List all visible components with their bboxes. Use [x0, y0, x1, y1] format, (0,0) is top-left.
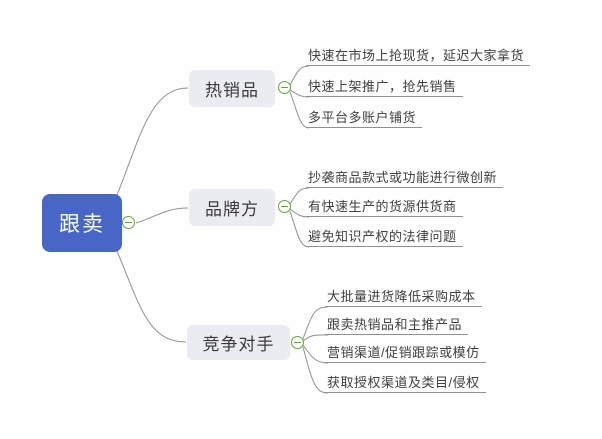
connector-line [289, 65, 310, 86]
leaf-topic[interactable]: 避免知识产权的法律问题 [306, 229, 463, 247]
connector-line [302, 334, 329, 342]
collapse-icon[interactable] [122, 216, 135, 229]
root-node[interactable]: 跟卖 [42, 194, 122, 252]
collapse-icon[interactable] [278, 81, 291, 94]
leaf-topic-label: 避免知识产权的法律问题 [308, 229, 457, 244]
leaf-topic[interactable]: 有快速生产的货源供货商 [306, 199, 463, 217]
branch-node[interactable]: 竞争对手 [187, 325, 290, 360]
leaf-topic-label: 有快速生产的货源供货商 [308, 199, 457, 214]
leaf-topic-label: 大批量进货降低采购成本 [327, 289, 476, 304]
branch-node-label: 品牌方 [205, 200, 259, 219]
connector-line [116, 250, 187, 343]
leaf-topic[interactable]: 获取授权渠道及类目/侵权 [325, 375, 486, 393]
leaf-topic[interactable]: 大批量进货降低采购成本 [325, 289, 482, 307]
root-node-label: 跟卖 [59, 213, 105, 236]
leaf-topic-label: 抄袭商品款式或功能进行微创新 [308, 170, 498, 185]
branch-node[interactable]: 热销品 [189, 70, 275, 107]
connector-line [302, 306, 329, 340]
connector-line [289, 187, 310, 205]
collapse-icon[interactable] [278, 200, 291, 213]
leaf-topic-label: 获取授权渠道及类目/侵权 [327, 375, 480, 390]
connector-line [135, 207, 189, 224]
leaf-topic-label: 营销渠道/促销跟踪或模仿 [327, 345, 480, 360]
leaf-topic[interactable]: 快速在市场上抢现货，延迟大家拿货 [306, 48, 531, 66]
leaf-topic[interactable]: 营销渠道/促销跟踪或模仿 [325, 345, 486, 363]
leaf-topic[interactable]: 多平台多账户铺货 [306, 110, 423, 128]
leaf-topic-label: 跟卖热销品和主推产品 [327, 317, 463, 332]
leaf-topic[interactable]: 跟卖热销品和主推产品 [325, 317, 469, 335]
branch-node-label: 竞争对手 [202, 335, 275, 354]
leaf-topic[interactable]: 快速上架推广，抢先销售 [306, 79, 463, 97]
leaf-topic-label: 快速上架推广，抢先销售 [308, 79, 457, 94]
branch-node[interactable]: 品牌方 [189, 189, 275, 226]
leaf-topic-label: 快速在市场上抢现货，延迟大家拿货 [308, 48, 525, 63]
leaf-topic[interactable]: 抄袭商品款式或功能进行微创新 [306, 170, 504, 188]
leaf-topic-label: 多平台多账户铺货 [308, 110, 417, 125]
collapse-icon[interactable] [291, 336, 304, 349]
branch-node-label: 热销品 [205, 81, 259, 100]
connector-line [116, 87, 189, 196]
